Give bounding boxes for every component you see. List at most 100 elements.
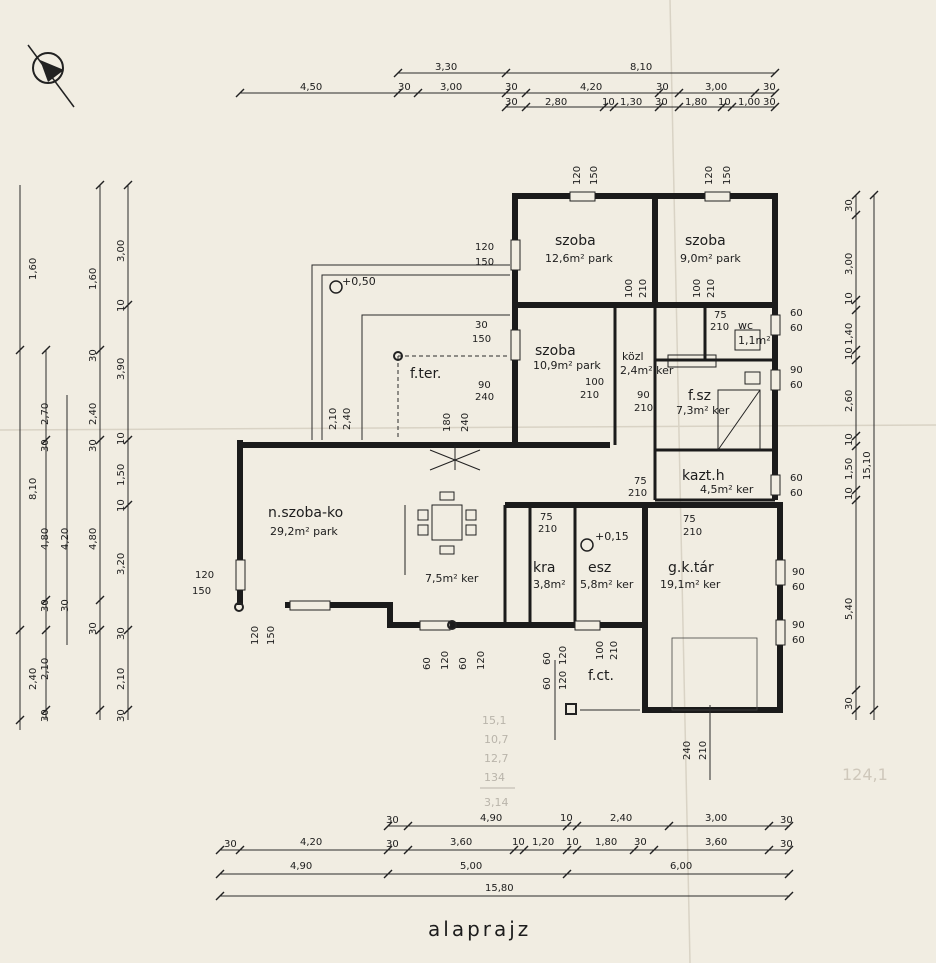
column-icon: [234, 602, 244, 612]
dim-label: 10: [844, 347, 855, 360]
walls: [237, 193, 783, 713]
dim-label: 10: [602, 97, 615, 108]
window: [704, 191, 731, 202]
dim-label: 30: [224, 839, 237, 850]
opening-label: 120: [440, 651, 451, 670]
paper-crease: [0, 424, 936, 431]
opening-label: 120: [558, 671, 569, 690]
window: [775, 619, 786, 646]
level-marker-icon: [329, 280, 343, 294]
dim-label: 2,10: [116, 668, 127, 690]
dim-label: 3,00: [116, 240, 127, 262]
dim-label: 2,40: [88, 403, 99, 425]
room-labels: szoba 12,6m² park szoba 9,0m² park szoba…: [268, 233, 771, 684]
dim-label: 30: [844, 199, 855, 212]
opening-label: 75: [683, 514, 696, 525]
dim-label: 2,40: [28, 668, 39, 690]
window: [569, 191, 596, 202]
dim-label: 4,50: [300, 82, 322, 93]
dim-label: 2,10: [40, 658, 51, 680]
opening-label: 30: [475, 320, 488, 331]
dim-label: 15,10: [862, 451, 873, 480]
dim-label: 2,80: [545, 97, 567, 108]
dim-label: 3,00: [705, 813, 727, 824]
room-name: n.szoba-ko: [268, 505, 343, 521]
dim-label: 30: [656, 82, 669, 93]
dim-label: 30: [88, 439, 99, 452]
opening-label: 60: [792, 635, 805, 646]
dim-label: 1,20: [532, 837, 554, 848]
opening-label: 210: [710, 322, 729, 333]
dim-label: 2,40: [610, 813, 632, 824]
opening-label: 180: [442, 413, 453, 432]
window: [510, 329, 521, 361]
opening-label: 60: [790, 488, 803, 499]
dim-label: 30: [505, 82, 518, 93]
opening-label: 210: [538, 524, 557, 535]
dim-label: 2,60: [844, 390, 855, 412]
dim-label: 1,50: [116, 464, 127, 486]
bottom-dimensions: 30 4,90 10 2,40 3,00 30 30 4,20 30 3,60 …: [215, 813, 794, 901]
window: [770, 314, 781, 336]
dim-label: 1,80: [595, 837, 617, 848]
room-name: g.k.tár: [668, 560, 714, 576]
opening-label: 120: [572, 166, 583, 185]
dim-label: 30: [40, 599, 51, 612]
opening-label: 210: [683, 527, 702, 538]
dim-label: 4,90: [290, 861, 312, 872]
opening-label: 240: [475, 392, 494, 403]
room-area: 4,5m² ker: [700, 483, 754, 496]
dim-label: 2,70: [40, 403, 51, 425]
pencil-note: 134: [484, 771, 505, 784]
opening-label: 210: [634, 403, 653, 414]
dim-label: 3,20: [116, 553, 127, 575]
room-area: 9,0m² park: [680, 252, 741, 265]
room-name: szoba: [685, 233, 726, 249]
pencil-note: 124,1: [842, 765, 888, 784]
dim-label: 30: [763, 97, 776, 108]
opening-label: 120: [475, 242, 494, 253]
room-name: f.ct.: [588, 668, 614, 684]
level-label: +0,50: [342, 275, 376, 288]
dim-label: 30: [780, 815, 793, 826]
dim-label: 10: [560, 813, 573, 824]
dim-label: 10: [566, 837, 579, 848]
window: [574, 620, 601, 631]
opening-label: 240: [682, 741, 693, 760]
dim-label: 4,90: [480, 813, 502, 824]
dim-label: 1,00: [738, 97, 760, 108]
dim-label: 3,00: [705, 82, 727, 93]
opening-label: 60: [422, 657, 433, 670]
dim-label: 5,40: [844, 598, 855, 620]
dim-label: 3,90: [116, 358, 127, 380]
room-name: közl: [622, 350, 644, 363]
dim-label: 30: [634, 837, 647, 848]
pencil-note: 3,14: [484, 796, 509, 809]
dim-label: 1,60: [28, 258, 39, 280]
opening-label: 75: [714, 310, 727, 321]
opening-label: 90: [637, 390, 650, 401]
opening-label: 60: [790, 323, 803, 334]
dim-label: 30: [386, 839, 399, 850]
dim-label: 30: [655, 97, 668, 108]
dim-label: 30: [40, 709, 51, 722]
dim-label: 10: [512, 837, 525, 848]
dim-label: 30: [844, 697, 855, 710]
opening-label: 120: [704, 166, 715, 185]
dim-label: 4,20: [580, 82, 602, 93]
opening-label: 90: [792, 620, 805, 631]
window: [770, 369, 781, 391]
opening-label: 90: [790, 365, 803, 376]
dim-label: 5,00: [460, 861, 482, 872]
opening-label: 60: [542, 652, 553, 665]
north-arrow-icon: [27, 44, 75, 108]
room-area: 1,1m²: [738, 334, 771, 347]
opening-label: 75: [634, 476, 647, 487]
opening-label: 150: [266, 626, 277, 645]
top-dimensions: 3,30 8,10 4,50 30 3,00 30 4,20 30 3,00 3…: [235, 62, 780, 112]
dim-label: 1,50: [844, 458, 855, 480]
room-name: szoba: [535, 343, 576, 359]
dim-label: 10: [718, 97, 731, 108]
window: [770, 474, 781, 496]
dim-label: 4,80: [88, 528, 99, 550]
